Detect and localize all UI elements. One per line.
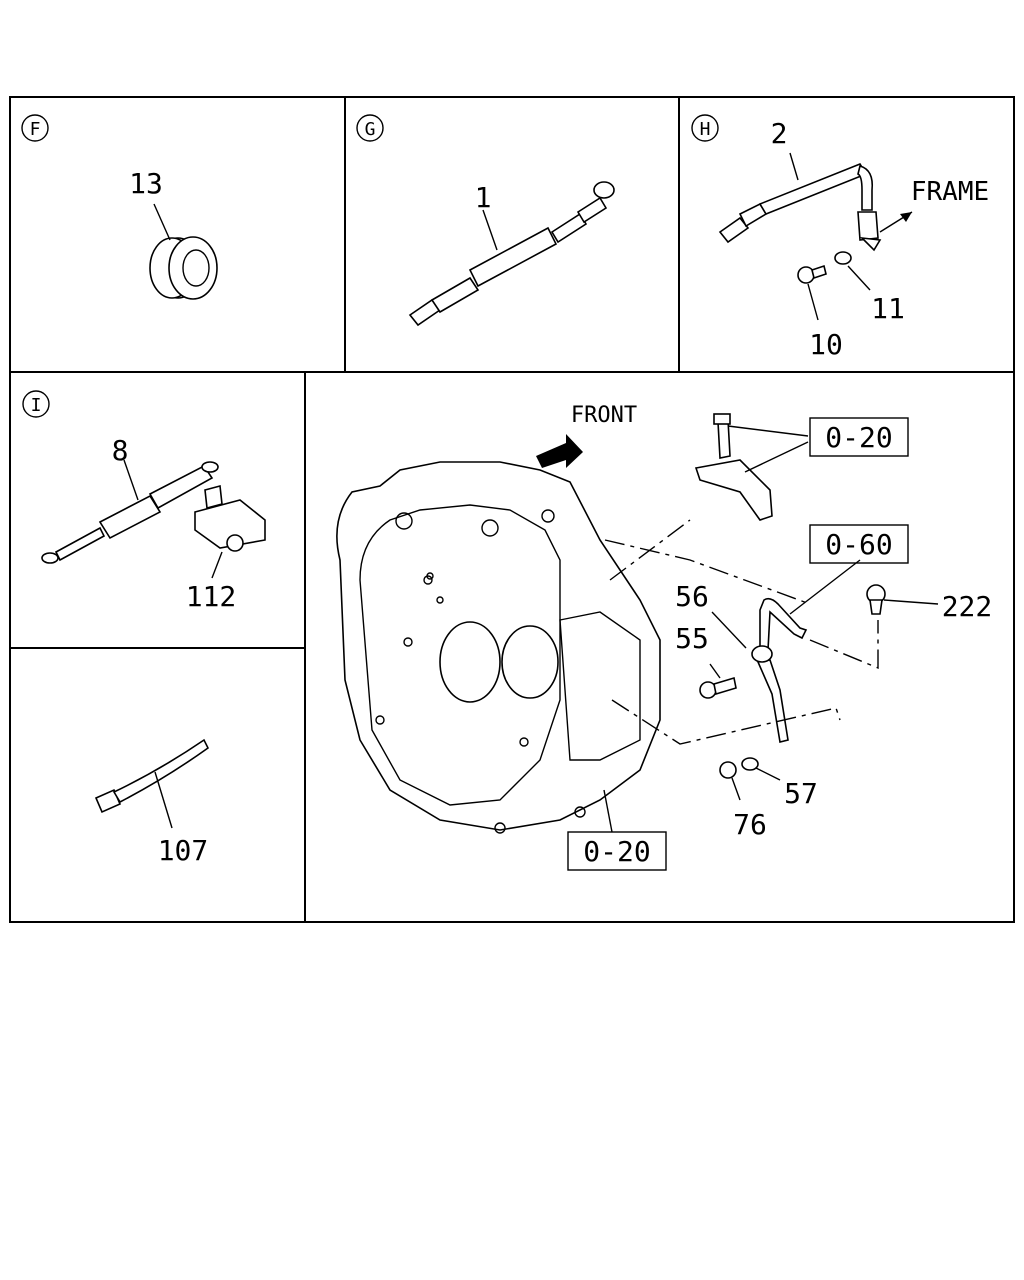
- panel-letter-f: F: [30, 119, 41, 140]
- panel-letter-circle: [22, 390, 50, 418]
- ground-cable-part-1: [408, 181, 615, 327]
- washer-part-11: [834, 251, 852, 265]
- leader-line: [153, 203, 171, 241]
- ref-0-20-top: 0-20: [825, 421, 892, 454]
- leader-line: [482, 209, 498, 251]
- leader-line: [744, 441, 809, 473]
- callout-1: 1: [475, 181, 492, 214]
- front-arrow: [536, 434, 583, 468]
- nut-part-76: [719, 761, 737, 779]
- panel-frames: [9, 96, 1015, 923]
- callout-13: 13: [129, 167, 163, 200]
- leader-line: [755, 767, 781, 781]
- bolt-part-55: [699, 676, 737, 699]
- callout-56: 56: [675, 580, 709, 613]
- frame-annotation: FRAME: [911, 177, 989, 207]
- panel-letter-circle: [691, 114, 719, 142]
- ground-cable-part-8: [41, 461, 219, 564]
- leader-line: [123, 459, 139, 501]
- ref-0-20-bottom: 0-20: [583, 835, 650, 868]
- leader-line: [211, 551, 223, 579]
- panel-h: H FRAME 2 11 10: [691, 114, 989, 361]
- panel-letter-h: H: [700, 119, 711, 140]
- leader-line: [154, 771, 173, 829]
- front-label: FRONT: [571, 403, 637, 428]
- ground-cable-part-2: [718, 163, 882, 252]
- grommet-part-13: [149, 236, 218, 300]
- callout-112: 112: [186, 580, 237, 613]
- panel-letter-circle: [356, 114, 384, 142]
- callout-76: 76: [733, 808, 767, 841]
- panel-letter-circle: [21, 114, 49, 142]
- callout-11: 11: [871, 292, 905, 325]
- leader-line: [789, 559, 861, 615]
- dash-lines: [604, 519, 879, 745]
- panel-cable-tie: 107: [94, 738, 210, 867]
- panel-letter-i: I: [31, 395, 42, 416]
- washer-part-57: [741, 757, 759, 771]
- bolt-part-222: [866, 584, 886, 615]
- callout-10: 10: [809, 328, 843, 361]
- cable-tie-part-107: [94, 738, 210, 814]
- leader-line: [883, 599, 939, 605]
- panel-main: FRONT: [336, 403, 993, 871]
- panel-f: F 13: [21, 114, 218, 300]
- bracket-assembly: [694, 413, 773, 521]
- callout-107: 107: [158, 834, 209, 867]
- leader-line: [709, 663, 721, 679]
- leader-line: [789, 152, 799, 181]
- frame-arrow-head: [900, 212, 912, 222]
- ref-box-0-20-top: [809, 417, 909, 457]
- leader-line: [711, 611, 747, 649]
- leader-line: [727, 425, 809, 437]
- clutch-housing: [336, 461, 661, 834]
- panel-g: G 1: [356, 114, 615, 327]
- leader-line: [807, 283, 819, 321]
- clamp-part-112: [194, 484, 266, 552]
- panel-i: I 8 112: [22, 390, 266, 613]
- panel-letter-g: G: [365, 119, 376, 140]
- ref-0-60: 0-60: [825, 528, 892, 561]
- callout-2: 2: [771, 117, 788, 150]
- callout-57: 57: [784, 777, 818, 810]
- callout-8: 8: [112, 434, 129, 467]
- bolt-part-10: [797, 264, 827, 284]
- ref-box-0-20-bottom: [567, 831, 667, 871]
- leader-line: [847, 265, 871, 291]
- callout-55: 55: [675, 622, 709, 655]
- leader-line: [603, 789, 613, 833]
- leader-line: [731, 777, 741, 801]
- ref-box-0-60: [809, 524, 909, 564]
- callout-222: 222: [942, 590, 993, 623]
